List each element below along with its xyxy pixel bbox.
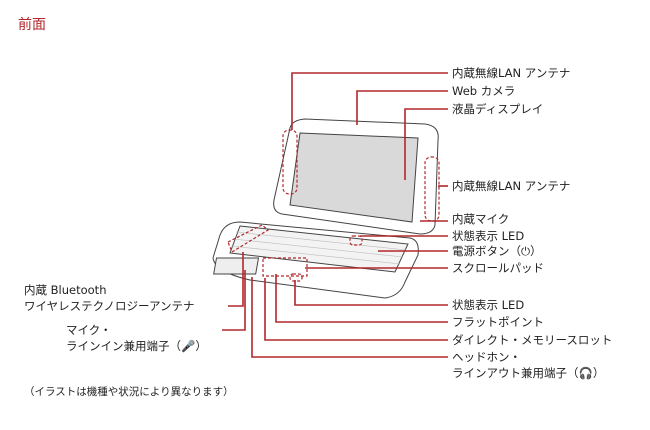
page-title: 前面 xyxy=(18,17,46,33)
illustration-note: （イラストは機種や状況により異なります） xyxy=(24,386,234,398)
label-mic-in-line2: ラインイン兼用端子（🎤） xyxy=(66,339,207,353)
screen xyxy=(289,132,419,223)
touchpad xyxy=(213,257,260,275)
label-mic-in-line1: マイク・ xyxy=(66,323,112,337)
label-mic: 内蔵マイク xyxy=(452,212,510,226)
label-status-led-2: 状態表示 LED xyxy=(452,298,525,312)
label-bluetooth-line1: 内蔵 Bluetooth xyxy=(24,283,107,297)
label-wlan-antenna-top: 内蔵無線LAN アンテナ xyxy=(452,66,571,80)
label-wlan-antenna-right: 内蔵無線LAN アンテナ xyxy=(452,179,571,193)
label-status-led-1: 状態表示 LED xyxy=(452,229,525,243)
leader-lines xyxy=(222,72,448,358)
label-webcam: Web カメラ xyxy=(452,84,516,98)
highlight-boxes xyxy=(227,129,440,282)
label-headphone-line2: ラインアウト兼用端子（🎧） xyxy=(452,366,605,380)
label-bluetooth-line2: ワイヤレステクノロジーアンテナ xyxy=(24,299,195,313)
label-power-button: 電源ボタン（⏻） xyxy=(452,244,542,258)
label-scroll-pad: スクロールパッド xyxy=(452,261,544,275)
label-flatpoint: フラットポイント xyxy=(452,315,544,329)
label-headphone-line1: ヘッドホン・ xyxy=(452,350,521,364)
label-lcd: 液晶ディスプレイ xyxy=(452,102,544,116)
keyboard xyxy=(229,225,409,273)
label-memory-slot: ダイレクト・メモリースロット xyxy=(452,333,613,347)
